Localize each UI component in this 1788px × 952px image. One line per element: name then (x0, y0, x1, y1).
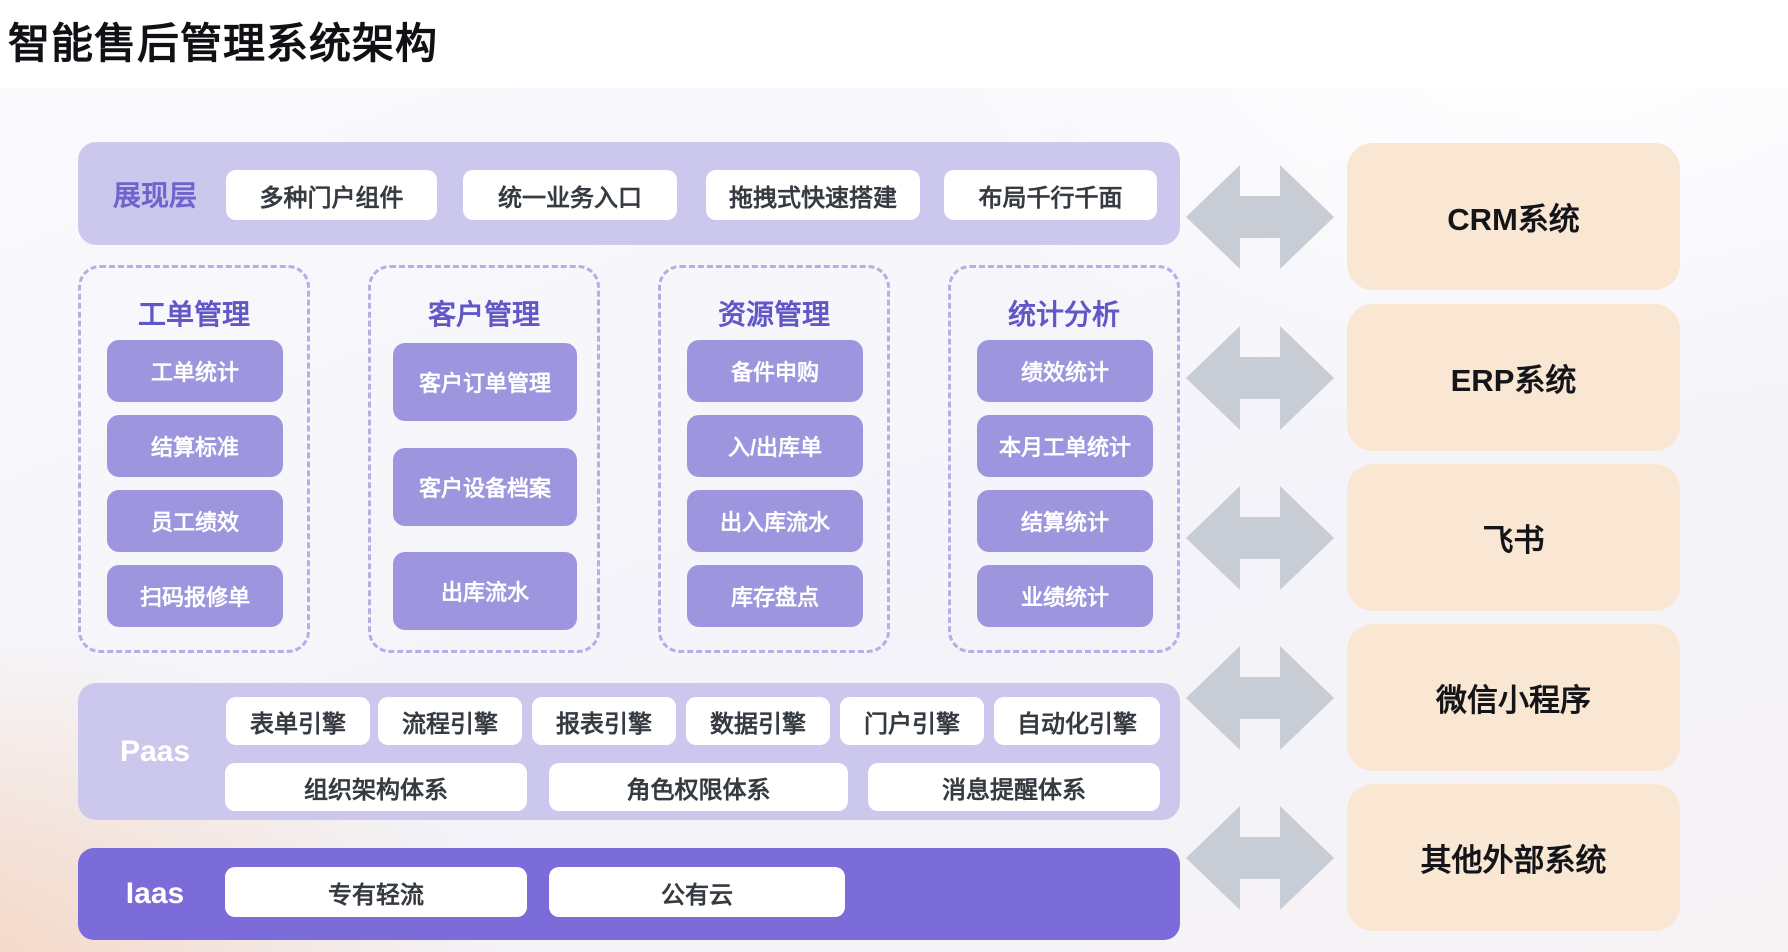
arrow-to-other-external-systems (1186, 802, 1334, 914)
iaas-item: 专有轻流 (225, 867, 527, 917)
paas-layer-row: Paas 表单引擎 流程引擎 报表引擎 数据引擎 门户引擎 自动化引擎 组织架构… (78, 683, 1180, 820)
module-item: 客户设备档案 (393, 448, 577, 526)
module-item: 结算统计 (977, 490, 1153, 552)
module-customer-management: 客户管理 客户订单管理 客户设备档案 出库流水 (368, 265, 600, 653)
external-system-wechat-mini-program: 微信小程序 (1347, 624, 1680, 771)
arrow-to-erp (1186, 322, 1334, 434)
paas-system: 角色权限体系 (549, 763, 848, 811)
module-item: 备件申购 (687, 340, 863, 402)
module-work-order-management: 工单管理 工单统计 结算标准 员工绩效 扫码报修单 (78, 265, 310, 653)
presentation-item: 拖拽式快速搭建 (706, 170, 920, 220)
module-item: 绩效统计 (977, 340, 1153, 402)
presentation-layer-row: 展现层 多种门户组件 统一业务入口 拖拽式快速搭建 布局千行千面 (78, 142, 1180, 245)
iaas-item: 公有云 (549, 867, 845, 917)
module-item: 本月工单统计 (977, 415, 1153, 477)
double-arrow-icon (1186, 326, 1334, 430)
paas-system: 消息提醒体系 (868, 763, 1160, 811)
paas-engine: 自动化引擎 (994, 697, 1160, 745)
paas-engine: 门户引擎 (840, 697, 984, 745)
module-item: 客户订单管理 (393, 343, 577, 421)
module-statistics-analysis: 统计分析 绩效统计 本月工单统计 结算统计 业绩统计 (948, 265, 1180, 653)
module-title: 工单管理 (137, 299, 250, 330)
module-resource-management: 资源管理 备件申购 入/出库单 出入库流水 库存盘点 (658, 265, 890, 653)
presentation-item: 多种门户组件 (226, 170, 437, 220)
external-system-erp: ERP系统 (1347, 304, 1680, 451)
iaas-layer-label: Iaas (125, 877, 185, 910)
presentation-item: 统一业务入口 (463, 170, 677, 220)
paas-engine: 流程引擎 (378, 697, 522, 745)
double-arrow-icon (1186, 165, 1334, 269)
module-item: 员工绩效 (107, 490, 283, 552)
presentation-item: 布局千行千面 (944, 170, 1157, 220)
module-title: 客户管理 (427, 299, 540, 330)
module-item: 入/出库单 (687, 415, 863, 477)
external-system-other: 其他外部系统 (1347, 784, 1680, 931)
double-arrow-icon (1186, 806, 1334, 910)
module-title: 统计分析 (1007, 299, 1120, 330)
module-title: 资源管理 (717, 299, 830, 330)
paas-engine: 数据引擎 (686, 697, 830, 745)
presentation-layer-label: 展现层 (112, 179, 197, 211)
arrow-to-crm (1186, 161, 1334, 273)
paas-layer-label: Paas (119, 734, 191, 768)
external-system-feishu: 飞书 (1347, 464, 1680, 611)
module-item: 结算标准 (107, 415, 283, 477)
arrow-to-feishu (1186, 482, 1334, 594)
module-item: 工单统计 (107, 340, 283, 402)
paas-system: 组织架构体系 (225, 763, 527, 811)
double-arrow-icon (1186, 486, 1334, 590)
double-arrow-icon (1186, 646, 1334, 750)
paas-engine: 表单引擎 (226, 697, 370, 745)
iaas-layer-row: Iaas 专有轻流 公有云 (78, 848, 1180, 940)
module-item: 扫码报修单 (107, 565, 283, 627)
paas-engine: 报表引擎 (532, 697, 676, 745)
module-item: 库存盘点 (687, 565, 863, 627)
module-item: 出库流水 (393, 552, 577, 630)
module-item: 出入库流水 (687, 490, 863, 552)
module-item: 业绩统计 (977, 565, 1153, 627)
page-title: 智能售后管理系统架构 (8, 20, 439, 67)
arrow-to-wechat-mini-program (1186, 642, 1334, 754)
external-system-crm: CRM系统 (1347, 143, 1680, 290)
